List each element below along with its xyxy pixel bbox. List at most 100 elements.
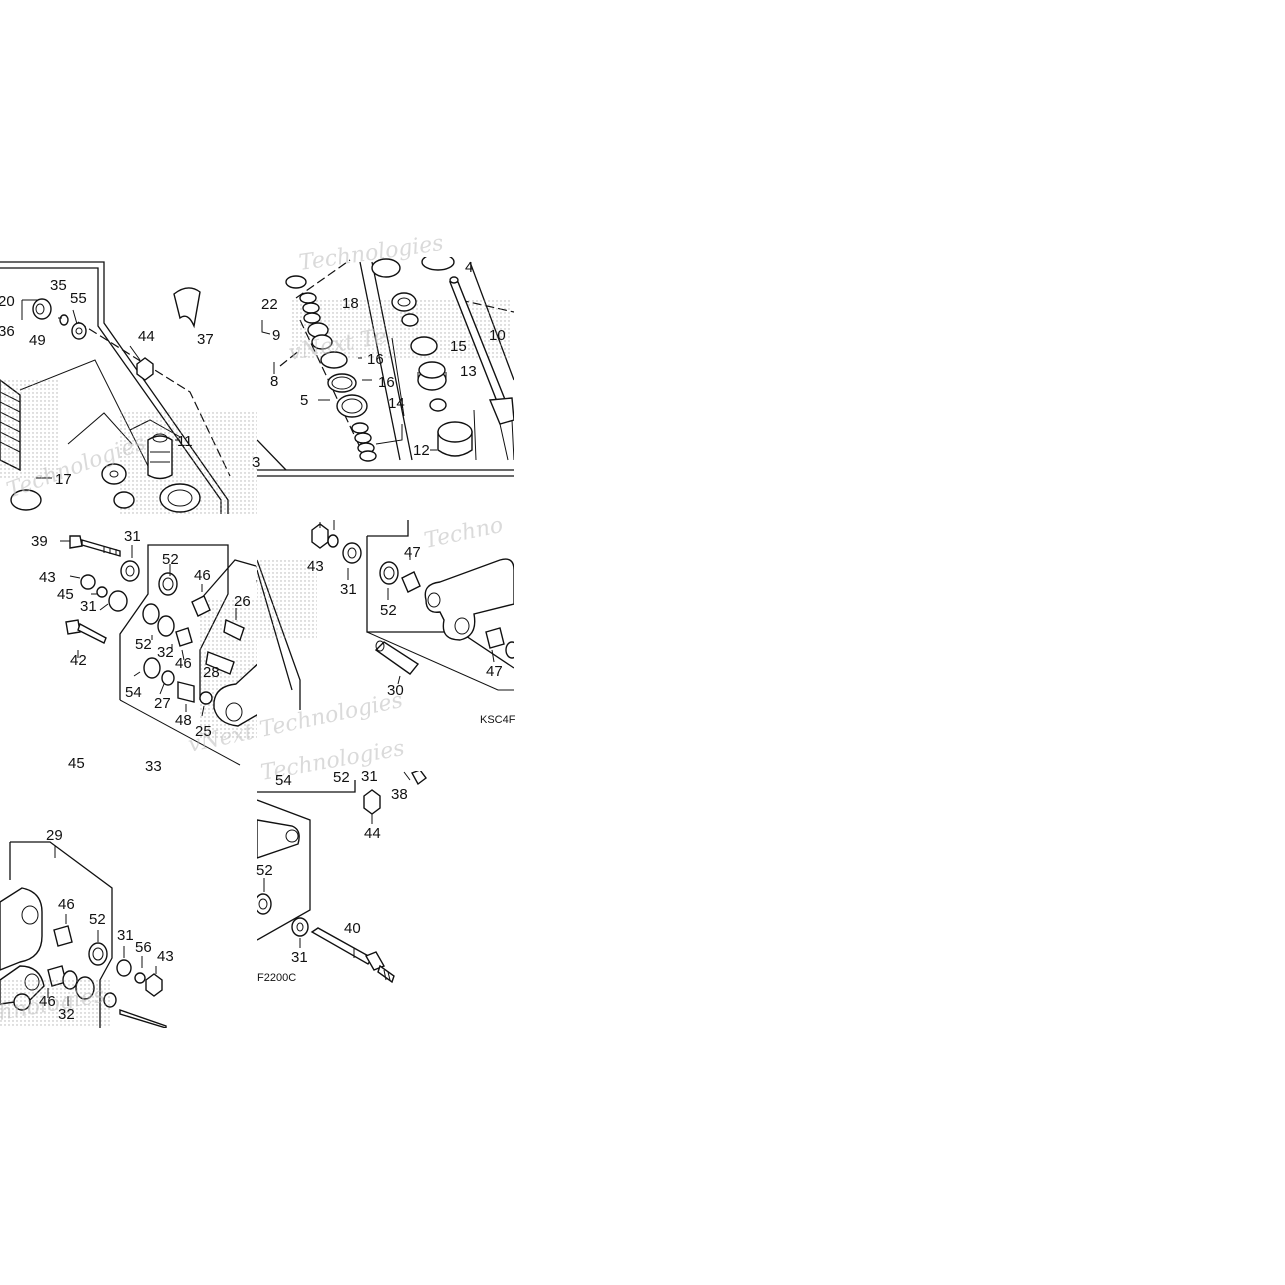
- link-arm-part: [257, 819, 300, 859]
- callout-number: 49: [29, 332, 46, 349]
- callout-number: 46: [194, 567, 211, 584]
- seal-part: [257, 893, 272, 915]
- callout-number: 46: [58, 896, 75, 913]
- callout-number: 18: [342, 295, 359, 312]
- valve-stack-part: [285, 275, 377, 462]
- cap-part-12: [437, 421, 473, 457]
- callout-number: 39: [31, 533, 48, 550]
- collar-part: [120, 560, 140, 582]
- callout-number: 12: [413, 442, 430, 459]
- bolt-part: [310, 927, 395, 984]
- watermark-text: Techno: [422, 513, 505, 554]
- callout-number: 31: [80, 598, 97, 615]
- bolt-part: [65, 619, 107, 644]
- callout-number: 48: [175, 712, 192, 729]
- tile-shock-internals: [257, 257, 514, 477]
- callout-number: 35: [50, 277, 67, 294]
- diagram-code: KSC4F: [480, 714, 516, 726]
- callout-number: 43: [157, 948, 174, 965]
- callouts-m1: 39 31 52 46 43 45 31 26 42 52 32 46 28 5…: [31, 528, 251, 775]
- nut-part: [145, 973, 163, 997]
- bolt-part: [69, 535, 121, 557]
- collar-part: [113, 491, 135, 509]
- bump-stop-part: [147, 433, 173, 480]
- callouts-m2: 47 43 31 52 47 30 KSC4F: [307, 544, 516, 726]
- callout-number: 31: [340, 581, 357, 598]
- callout-number: 52: [333, 769, 350, 786]
- callout-number: 31: [361, 768, 378, 785]
- callout-number: 56: [135, 939, 152, 956]
- callout-number: 52: [89, 911, 106, 928]
- washer-part: [71, 322, 87, 340]
- callouts-t1: 20 35 55 36 49 44 37 11 17: [0, 277, 214, 488]
- watermark-text: Technologies: [297, 231, 445, 276]
- callout-number: 52: [380, 602, 397, 619]
- callout-number: 44: [364, 825, 381, 842]
- callout-number: 29: [46, 827, 63, 844]
- callout-number: 45: [68, 755, 85, 772]
- callout-number: 16: [367, 351, 384, 368]
- callout-number: 30: [387, 682, 404, 699]
- seal-part: [158, 572, 178, 596]
- callout-number: 42: [70, 652, 87, 669]
- callout-number: 10: [489, 327, 506, 344]
- nut-part: [136, 357, 154, 381]
- callout-number: 40: [344, 920, 361, 937]
- callout-number: 20: [0, 293, 15, 310]
- piston-part: [417, 361, 447, 391]
- callout-number: 45: [57, 586, 74, 603]
- bearing-part: [191, 595, 211, 617]
- cap-part: [173, 287, 201, 329]
- callout-number: 9: [272, 327, 280, 344]
- seal-part: [88, 942, 108, 966]
- callout-number: 37: [197, 331, 214, 348]
- callout-number: 32: [157, 644, 174, 661]
- callout-number: 55: [70, 290, 87, 307]
- callout-number: 54: [125, 684, 142, 701]
- callouts-t2: 4 22 18 9 10 16 15 8 16 13 5 14 12 3: [252, 259, 506, 471]
- ring-part: [59, 314, 69, 326]
- bearing-part: [175, 627, 193, 647]
- pipe-part: [205, 651, 235, 675]
- pipe-part: [223, 618, 245, 641]
- callout-number: 22: [261, 296, 278, 313]
- collar-part: [291, 917, 309, 937]
- callout-number: 28: [203, 664, 220, 681]
- callouts-b1: 29 46 52 31 56 43 46 32: [39, 827, 174, 1023]
- seal-part: [379, 561, 399, 585]
- callout-number: 8: [270, 373, 278, 390]
- dog-bone-link-part: [424, 558, 514, 641]
- callout-number: 13: [460, 363, 477, 380]
- callout-number: 31: [117, 927, 134, 944]
- callout-number: 11: [177, 433, 193, 450]
- bearing-part: [485, 627, 505, 649]
- callout-number: 43: [39, 569, 56, 586]
- callout-number: 38: [391, 786, 408, 803]
- tile-linkage-left: [60, 535, 257, 766]
- callout-number: 14: [388, 395, 405, 412]
- bearing-part: [401, 571, 421, 593]
- callout-number: 15: [450, 338, 467, 355]
- bushing-part: [32, 298, 52, 320]
- callouts-b2: 54 52 31 38 44 52 40 31 F2200C: [256, 768, 408, 984]
- callout-number: 32: [58, 1006, 75, 1023]
- tile-shock-upper: [0, 261, 257, 514]
- callout-number: 31: [291, 949, 308, 966]
- nut-part: [363, 789, 381, 815]
- tile-arm-left: [0, 841, 167, 1028]
- callout-number: 17: [55, 471, 72, 488]
- seal-part: [336, 394, 368, 418]
- callout-number: 3: [252, 454, 260, 471]
- callout-number: 46: [175, 655, 192, 672]
- callout-number: 43: [307, 558, 324, 575]
- callout-number: 36: [0, 323, 15, 340]
- callout-number: 52: [162, 551, 179, 568]
- washer-part: [101, 463, 127, 485]
- link-arm-part: [213, 663, 257, 727]
- seal-part: [391, 292, 417, 312]
- callout-number: 52: [135, 636, 152, 653]
- callout-number: 4: [465, 259, 473, 276]
- diagram-code: F2200C: [257, 972, 296, 984]
- callout-number: 33: [145, 758, 162, 775]
